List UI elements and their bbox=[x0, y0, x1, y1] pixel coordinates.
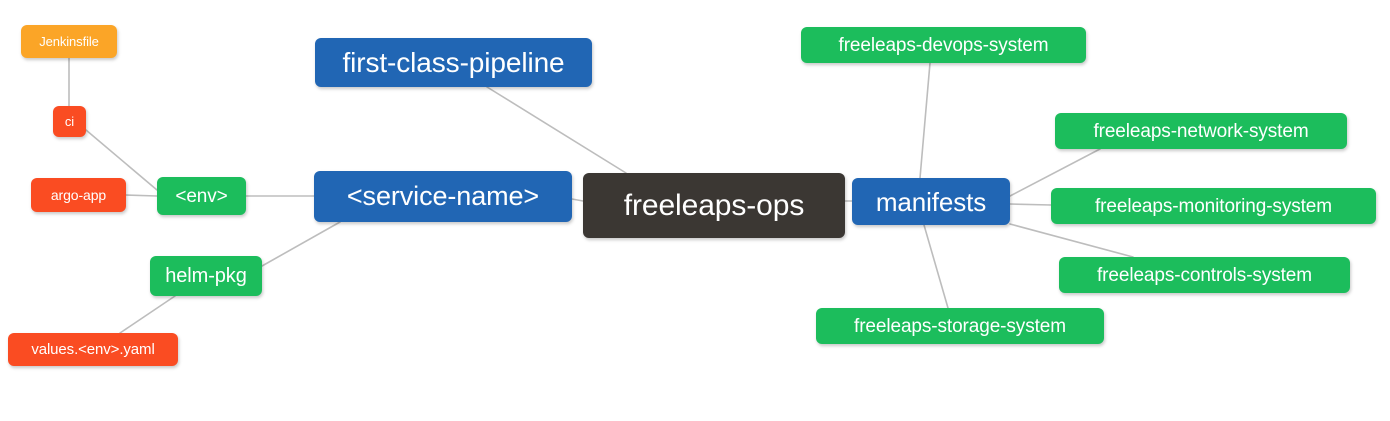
edge-service-name-to-helm-pkg bbox=[261, 221, 341, 267]
node-freeleaps-storage-system[interactable]: freeleaps-storage-system bbox=[816, 308, 1104, 344]
node-service-name[interactable]: <service-name> bbox=[314, 171, 572, 222]
node-argo-app[interactable]: argo-app bbox=[31, 178, 126, 212]
node-freeleaps-devops-system[interactable]: freeleaps-devops-system bbox=[801, 27, 1086, 63]
node-jenkinsfile[interactable]: Jenkinsfile bbox=[21, 25, 117, 58]
node-values-env-yaml[interactable]: values.<env>.yaml bbox=[8, 333, 178, 366]
edge-manifests-to-freeleaps-monitoring-system bbox=[1009, 203, 1052, 206]
node-freeleaps-controls-system[interactable]: freeleaps-controls-system bbox=[1059, 257, 1350, 293]
node-env[interactable]: <env> bbox=[157, 177, 246, 215]
node-freeleaps-network-system[interactable]: freeleaps-network-system bbox=[1055, 113, 1347, 149]
edge-service-name-to-freeleaps-ops bbox=[571, 198, 584, 202]
node-helm-pkg[interactable]: helm-pkg bbox=[150, 256, 262, 296]
edge-manifests-to-freeleaps-devops-system bbox=[919, 62, 931, 179]
node-manifests[interactable]: manifests bbox=[852, 178, 1010, 225]
edge-first-class-pipeline-to-freeleaps-ops bbox=[486, 86, 627, 174]
node-ci[interactable]: ci bbox=[53, 106, 86, 137]
node-freeleaps-monitoring-system[interactable]: freeleaps-monitoring-system bbox=[1051, 188, 1376, 224]
node-first-class-pipeline[interactable]: first-class-pipeline bbox=[315, 38, 592, 87]
edge-argo-app-to-env bbox=[125, 194, 158, 197]
edge-manifests-to-freeleaps-controls-system bbox=[1009, 223, 1134, 258]
node-freeleaps-ops[interactable]: freeleaps-ops bbox=[583, 173, 845, 238]
edge-helm-pkg-to-values-env-yaml bbox=[119, 295, 176, 334]
edge-manifests-to-freeleaps-storage-system bbox=[923, 224, 949, 309]
